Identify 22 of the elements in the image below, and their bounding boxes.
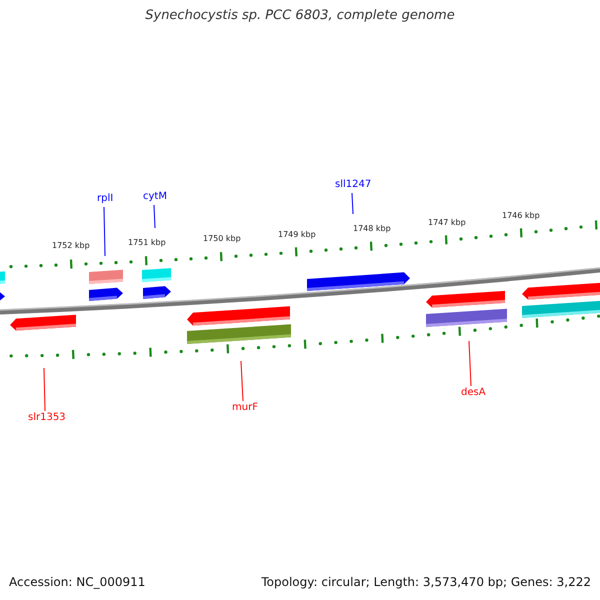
gene-label: rplI xyxy=(97,193,114,205)
footer-text: Topology: circular; Length: 3,573,470 bp; Genes: 3,222 xyxy=(261,575,591,589)
gene-label: murF xyxy=(232,402,258,414)
title: Synechocystis sp. PCC 6803, complete genome xyxy=(144,8,456,23)
scale-label: 1748 kbp xyxy=(353,224,391,233)
scale-label: 1750 kbp xyxy=(203,234,241,243)
footer-text: Accession: NC_000911 xyxy=(9,575,146,589)
scale-label: 1752 kbp xyxy=(52,241,90,250)
leader-line xyxy=(154,204,156,228)
scale-label: 1746 kbp xyxy=(502,211,540,220)
gene-label: cytM xyxy=(143,191,167,203)
leader-line xyxy=(352,192,354,214)
leader-line xyxy=(240,360,244,402)
scale-label: 1751 kbp xyxy=(128,238,166,247)
gene-label: sll1247 xyxy=(335,179,372,191)
scale-label: 1749 kbp xyxy=(278,230,316,239)
gene-label: slr1353 xyxy=(28,412,66,424)
leader-line xyxy=(468,340,472,386)
gene-label: desA xyxy=(461,387,486,399)
leader-line xyxy=(44,368,46,412)
scale-label: 1747 kbp xyxy=(428,218,466,227)
leader-line xyxy=(104,206,106,256)
